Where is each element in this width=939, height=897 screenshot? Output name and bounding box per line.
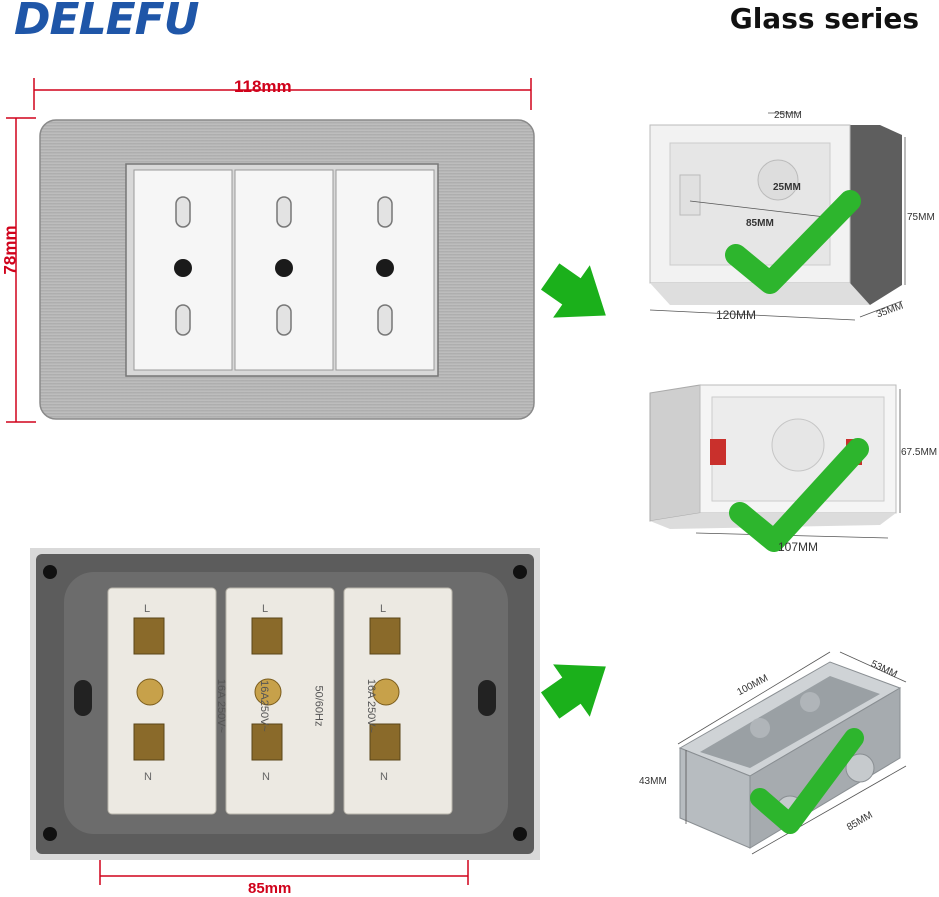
- socket-outlet: [133, 169, 233, 371]
- box1-height: 75MM: [907, 212, 935, 223]
- plate-height-label: 78mm: [0, 225, 20, 275]
- box1-hole: 25MM: [773, 182, 801, 193]
- module-marking-3: 50/60Hz: [312, 685, 325, 727]
- terminal-module: LN: [343, 587, 453, 815]
- terminal-module: LN: [107, 587, 217, 815]
- terminal-letter-l: L: [262, 603, 268, 615]
- brand-logo: DELEFU: [14, 0, 199, 45]
- arrow-icon: [540, 263, 606, 318]
- box2-height: 67.5MM: [901, 447, 938, 458]
- terminal-letter-n: N: [262, 771, 270, 783]
- arrow-icon: [540, 664, 606, 719]
- box3-height: 43MM: [639, 776, 667, 787]
- terminal-letter-n: N: [380, 771, 388, 783]
- module-marking-2: 16A250V~: [257, 680, 270, 732]
- module-marking-1: 16A 250V~: [215, 678, 228, 734]
- socket-outlet: [234, 169, 334, 371]
- socket-outlet: [335, 169, 435, 371]
- socket-plate-front: [39, 119, 535, 420]
- terminal-letter-l: L: [380, 603, 386, 615]
- box2-length: 107MM: [778, 540, 819, 554]
- back-spacing-label: 85mm: [248, 880, 292, 897]
- wall-box-3: [677, 651, 907, 855]
- plate-width-label: 118mm: [234, 77, 292, 96]
- box1-inner: 85MM: [746, 218, 774, 229]
- wall-box-1: [649, 112, 906, 321]
- plate-dimension-lines: [6, 78, 532, 423]
- box1-length: 120MM: [716, 308, 757, 322]
- terminal-module: LN: [225, 587, 335, 815]
- wall-box-2: [649, 384, 901, 552]
- series-title: Glass series: [729, 2, 919, 35]
- box1-top-width: 25MM: [774, 110, 802, 121]
- terminal-letter-l: L: [144, 603, 150, 615]
- terminal-letter-n: N: [144, 771, 152, 783]
- module-marking-4: 16A 250V~: [365, 678, 378, 734]
